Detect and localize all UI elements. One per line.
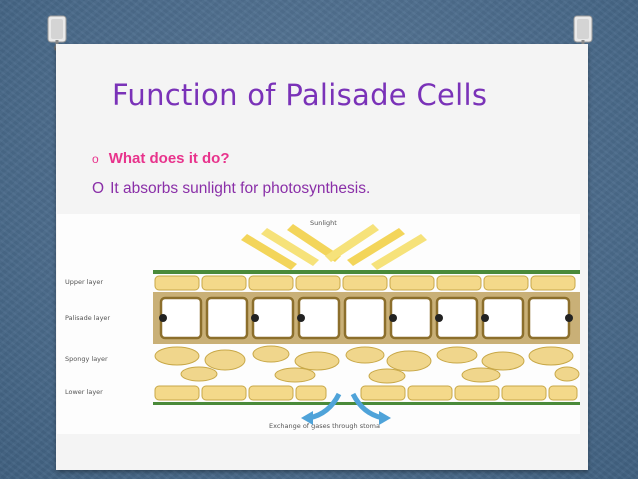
left-pushpin-icon	[44, 14, 70, 54]
bullet-marker: O	[92, 180, 105, 197]
lower-layer-cells	[154, 385, 578, 401]
layer-label: Spongy layer	[65, 355, 108, 363]
slide-title: Function of Palisade Cells	[112, 78, 488, 112]
sunlight-label: Sunlight	[310, 219, 337, 227]
right-pushpin-icon	[570, 14, 596, 54]
lower-cuticle	[153, 402, 580, 405]
bullet-marker: o	[92, 152, 99, 166]
palisade-cells	[159, 296, 573, 340]
upper-cuticle	[153, 270, 580, 274]
upper-layer-cells	[154, 275, 576, 291]
leaf-cross-section-diagram: Sunlight	[57, 214, 580, 434]
bullet-answer: O It absorbs sunlight for photosynthesis.	[92, 180, 370, 198]
bullet-text: What does it do?	[108, 150, 230, 167]
layer-label: Upper layer	[65, 278, 103, 286]
sunlight-rays	[241, 224, 427, 270]
slide-card: Function of Palisade Cells o What does it…	[56, 44, 588, 470]
layer-label: Palisade layer	[65, 314, 110, 322]
figure-caption: Exchange of gases through stoma	[269, 422, 380, 430]
bullet-text: It absorbs sunlight for photosynthesis.	[110, 180, 371, 197]
bullet-question: o What does it do?	[92, 150, 230, 167]
spongy-layer-cells	[154, 345, 580, 384]
layer-label: Lower layer	[65, 388, 103, 396]
